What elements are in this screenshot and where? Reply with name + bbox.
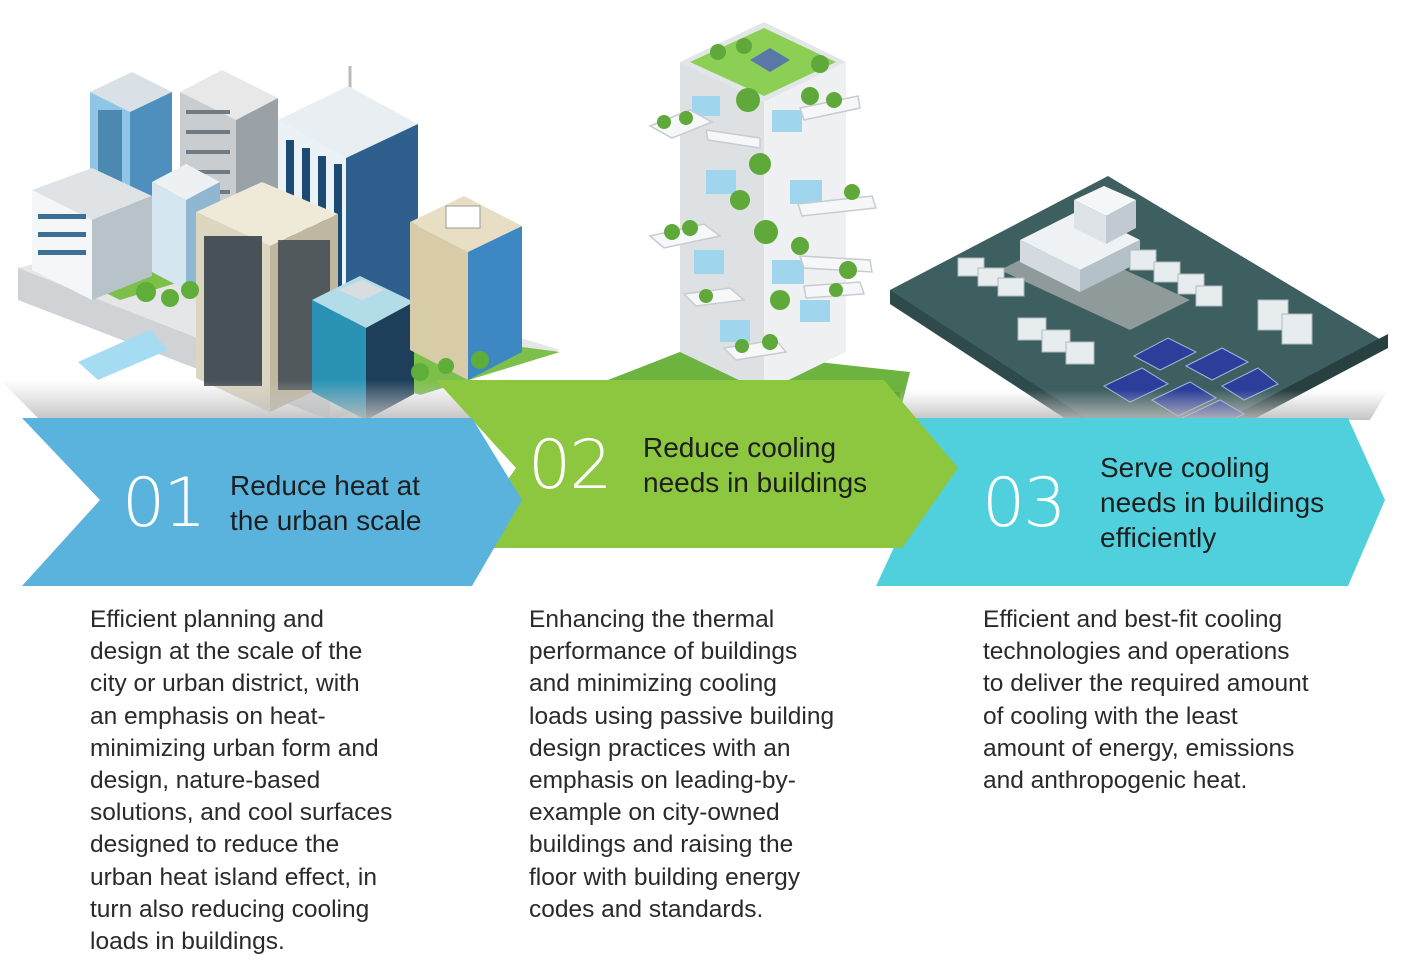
step-01-number: 01: [122, 464, 207, 543]
desc-line: city or urban district, with: [90, 670, 360, 698]
desc-line: and anthropogenic heat.: [983, 767, 1248, 795]
desc-line: design at the scale of the: [90, 638, 363, 666]
step-03-arrow: [876, 418, 1385, 586]
steps-banner: [22, 380, 1385, 586]
desc-line: urban heat island effect, in: [90, 863, 377, 891]
step-02-arrow: [436, 380, 958, 548]
desc-line: of cooling with the least: [983, 702, 1238, 730]
step-02-title-line: needs in buildings: [643, 467, 868, 498]
step-02-title-line: Reduce cooling: [643, 432, 837, 463]
desc-line: performance of buildings: [529, 638, 798, 666]
step-01-title-line: the urban scale: [230, 505, 422, 536]
step-02-number: 02: [528, 426, 613, 505]
city-skyline-illustration: [0, 66, 560, 420]
desc-line: example on city-owned: [529, 799, 780, 827]
step-01-title: Reduce heat at the urban scale: [230, 468, 421, 538]
step-03-number: 03: [982, 464, 1067, 543]
desc-line: design, nature-based: [90, 767, 321, 795]
desc-line: an emphasis on heat-: [90, 702, 326, 730]
desc-line: codes and standards.: [529, 895, 764, 923]
desc-line: Enhancing the thermal: [529, 606, 775, 633]
desc-line: emphasis on leading-by-: [529, 767, 796, 795]
desc-line: amount of energy, emissions: [983, 734, 1295, 762]
green-tower-illustration: [608, 22, 910, 412]
step-01-title-line: Reduce heat at: [230, 470, 420, 501]
desc-line: and minimizing cooling: [529, 670, 777, 698]
desc-line: Efficient and best-fit cooling: [983, 606, 1283, 633]
step-03-description: Efficient and best-fit cooling technolog…: [983, 604, 1383, 797]
step-01-arrow: [22, 418, 522, 586]
step-03-title: Serve cooling needs in buildings efficie…: [1100, 450, 1324, 555]
step-03-title-line: Serve cooling: [1100, 452, 1270, 483]
desc-line: loads using passive building: [529, 702, 835, 730]
desc-line: turn also reducing cooling: [90, 895, 370, 923]
desc-line: loads in buildings.: [90, 928, 285, 956]
desc-line: solutions, and cool surfaces: [90, 799, 393, 827]
desc-line: technologies and operations: [983, 638, 1290, 666]
step-03-title-line: efficiently: [1100, 522, 1217, 553]
desc-line: floor with building energy: [529, 863, 801, 891]
step-03-title-line: needs in buildings: [1100, 487, 1325, 518]
desc-line: design practices with an: [529, 734, 791, 762]
desc-line: buildings and raising the: [529, 831, 794, 859]
desc-line: designed to reduce the: [90, 831, 340, 859]
step-02-title: Reduce cooling needs in buildings: [643, 430, 867, 500]
desc-line: minimizing urban form and: [90, 734, 379, 762]
step-02-description: Enhancing the thermal performance of bui…: [529, 604, 909, 926]
desc-line: to deliver the required amount: [983, 670, 1309, 698]
desc-line: Efficient planning and: [90, 606, 324, 633]
step-01-description: Efficient planning and design at the sca…: [90, 604, 470, 958]
